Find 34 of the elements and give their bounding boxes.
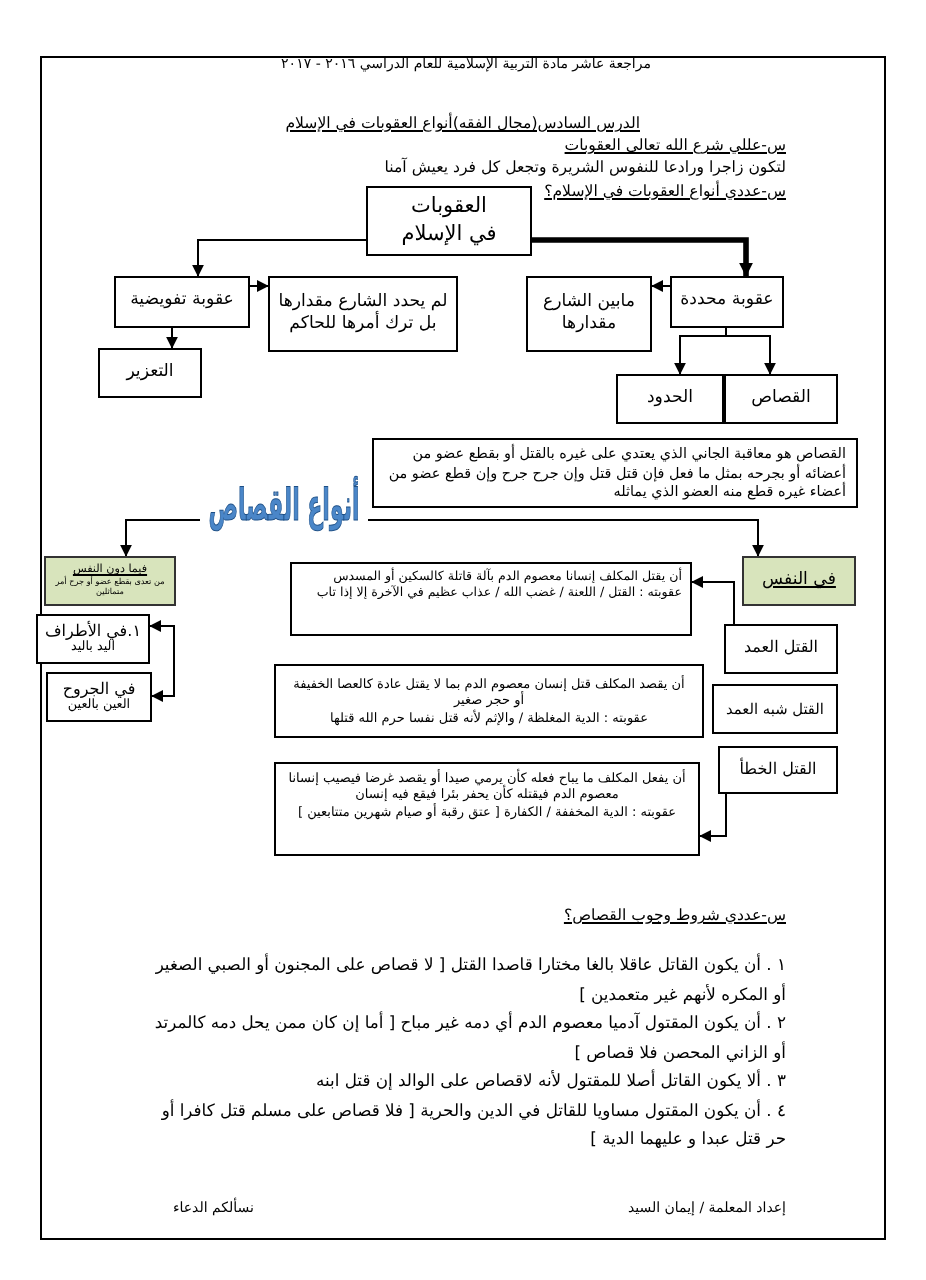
- connector-arrow: [691, 576, 735, 625]
- category-box: عقوبة تفويضية: [114, 276, 250, 328]
- connector-arrow: [651, 280, 671, 292]
- connector-arrow: [699, 793, 727, 842]
- connector-arrow: [166, 327, 178, 349]
- connector-arrow: [532, 237, 753, 277]
- box-heading: في الجروح: [60, 680, 138, 699]
- connector-arrow: [249, 280, 269, 292]
- category-box: التعزير: [98, 348, 202, 398]
- list-item: ٢ . أن يكون المقتول آدميا معصوم الدم أي دمه غير مباح [ أما إن كان ممن يحل دمه كالمرتد أو الزاني المحصن فلا قصاص ]: [152, 1009, 786, 1066]
- list-item: ٤ . أن يكون المقتول مساويا للقاتل في الدين والحرية [ فلا قصاص على مسلم قتل كافرا أو حر قتل عبدا و عليهما الدية ]: [159, 1097, 786, 1152]
- box-heading: ١.في الأطراف: [43, 622, 143, 641]
- description-box: مابين الشارع مقدارها: [526, 276, 652, 352]
- word-art-title: أنواع القصاص: [200, 472, 368, 544]
- category-box: القتل الخطأ: [718, 746, 838, 794]
- bracket-arrow: [149, 620, 175, 702]
- connector-arrow: [367, 519, 764, 557]
- category-box: القصاص: [724, 374, 838, 424]
- description-box: [274, 762, 700, 856]
- heading-box: العقوبات في الإسلام: [366, 186, 532, 256]
- highlighted-box: [44, 556, 176, 606]
- connector-arrow: [192, 239, 367, 277]
- description-box: [290, 562, 692, 636]
- highlighted-box: في النفس: [742, 556, 856, 606]
- category-box: عقوبة محددة: [670, 276, 784, 328]
- category-box: القتل العمد: [724, 624, 838, 674]
- category-box: [46, 672, 152, 722]
- list-item: ٣ . ألا يكون القاتل أصلا للمقتول لأنه لاقصاص على الوالد إن قتل ابنه: [314, 1067, 786, 1094]
- list-item: ١ . أن يكون القاتل عاقلا بالغا مختارا قاصدا القتل [ لا قصاص على المجنون أو الصبي الصغير أو المكره لأنهم غير متعمدين ]: [153, 951, 786, 1008]
- description-box: لم يحدد الشارع مقدارها بل ترك أمرها للحاكم: [268, 276, 458, 352]
- category-box: [36, 614, 150, 664]
- connector-arrow: [120, 519, 201, 557]
- category-box: الحدود: [616, 374, 724, 424]
- description-box: [274, 664, 704, 738]
